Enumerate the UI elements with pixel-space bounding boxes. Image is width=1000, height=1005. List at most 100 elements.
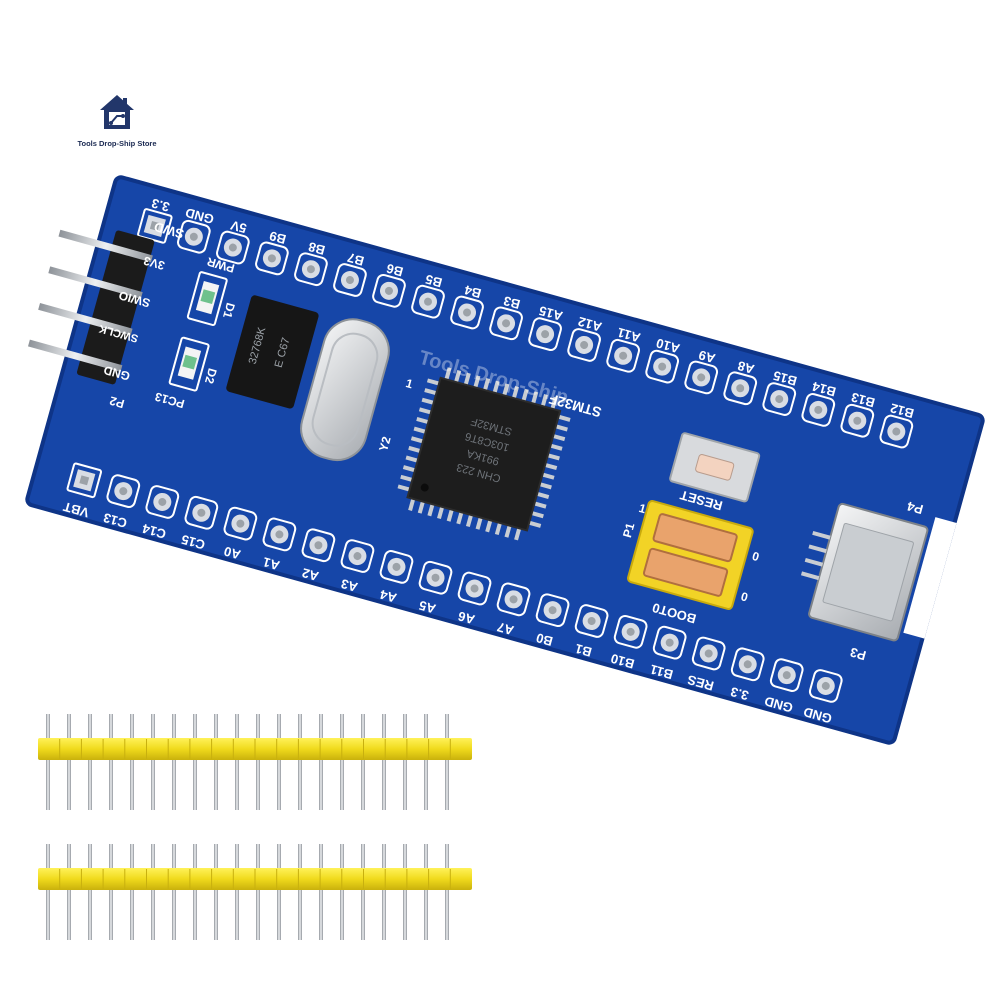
pad-outline (489, 306, 523, 341)
header-pin (88, 714, 92, 810)
pin-label: B8 (307, 239, 327, 258)
mcu-pin (547, 453, 560, 461)
mcu-chip: STM32F 103C8T6 991KA CHN 223 STM32F (397, 367, 603, 541)
pad-hole (736, 384, 745, 393)
header-pin (277, 714, 281, 810)
pad-outline (450, 295, 484, 330)
pad-outline (301, 528, 336, 563)
pad-hole (345, 276, 354, 285)
header-pin (319, 844, 323, 940)
d2-label: D2 (202, 367, 220, 386)
mcu-pin (397, 484, 411, 492)
mcu-pin (531, 391, 539, 404)
pin-label: GND (802, 704, 834, 726)
pad-hole (189, 232, 198, 241)
pad-hole (197, 508, 206, 517)
pin-label: VBT (62, 499, 91, 520)
mcu-pin (531, 511, 544, 519)
header-strip (38, 714, 472, 810)
pin-label: A12 (576, 314, 603, 335)
header-pin (445, 714, 449, 810)
swd-pin (48, 266, 143, 299)
reset-switch-actuator (695, 454, 735, 481)
header-pin (235, 844, 239, 940)
swd-pin (38, 303, 133, 336)
pad-outline (145, 485, 180, 519)
mcu-pin (454, 369, 462, 383)
pad-outline (294, 252, 328, 287)
mcu-pin (544, 462, 558, 471)
led-d1-outline (186, 271, 228, 326)
pad-outline (216, 230, 250, 265)
pad-hole (275, 530, 284, 539)
mcu-pin (417, 501, 425, 514)
pad-hole (821, 681, 830, 690)
swd-header-housing (76, 230, 155, 385)
pad-outline (411, 284, 445, 319)
usb-opening (822, 522, 914, 622)
mcu-pin (463, 372, 471, 386)
header-pin (340, 844, 344, 940)
p4-label: P4 (905, 498, 925, 517)
pin-label: A2 (300, 565, 320, 584)
pin-label: B15 (772, 368, 799, 389)
pad-hole (267, 254, 276, 263)
pad-hole (509, 595, 518, 604)
header-pin (319, 714, 323, 810)
header-pin (256, 844, 260, 940)
usb-lead (800, 571, 820, 581)
header-pin (172, 714, 176, 810)
pad-hole (502, 319, 511, 328)
pin-label: 3.3 (729, 684, 750, 703)
header-pin (151, 714, 155, 810)
pin-label: A10 (654, 335, 681, 356)
bottom-pin-row (66, 462, 843, 703)
pad-outline (535, 593, 570, 628)
boot-zero-label-1: 0 (751, 549, 761, 564)
pin-label: A8 (736, 358, 756, 377)
p3-label: P3 (848, 645, 867, 664)
mcu-pin (402, 465, 416, 473)
main-crystal-can (300, 318, 390, 461)
header-pin (151, 844, 155, 940)
led-d2-outline (168, 336, 210, 392)
pad-outline (223, 506, 258, 541)
mcu-pin (437, 506, 445, 520)
micro-usb-port: P4 P3 (800, 498, 929, 664)
pad-hole (587, 617, 596, 626)
pad-hole (782, 671, 791, 680)
header-pin (382, 844, 386, 940)
pin-label: RES (685, 672, 715, 694)
pad-outline (177, 219, 211, 254)
pad-hole (665, 638, 674, 647)
pad-outline (762, 382, 797, 416)
mcu-pin (465, 514, 474, 528)
crystal-pin-mark: 1 (404, 376, 414, 391)
mcu-pin1-dot (420, 483, 429, 492)
header-pin (172, 844, 176, 940)
pin-label: B11 (648, 662, 674, 683)
pad-outline (613, 614, 648, 649)
pad-outline (262, 517, 297, 552)
pin-label: B0 (534, 630, 554, 649)
pin-label: C13 (102, 510, 129, 531)
mcu-pin (504, 525, 512, 538)
swd-3v3-label: 3V3 (142, 253, 167, 272)
mcu-pin (533, 501, 547, 509)
store-name: Tools Drop-Ship Store (77, 139, 157, 148)
header-pin (214, 844, 218, 940)
pad-outline (379, 550, 414, 584)
header-pin (424, 714, 428, 810)
pad-hole (463, 308, 472, 317)
pad-outline (567, 328, 601, 362)
pad-outline (184, 495, 219, 530)
pad-hole (431, 573, 440, 582)
pad-outline (645, 349, 680, 384)
swd-pin (58, 229, 153, 263)
mcu-pin (549, 443, 563, 451)
header-pin (214, 714, 218, 810)
header-pin (340, 714, 344, 810)
header-pin (298, 714, 302, 810)
mcu-pin (400, 474, 413, 482)
